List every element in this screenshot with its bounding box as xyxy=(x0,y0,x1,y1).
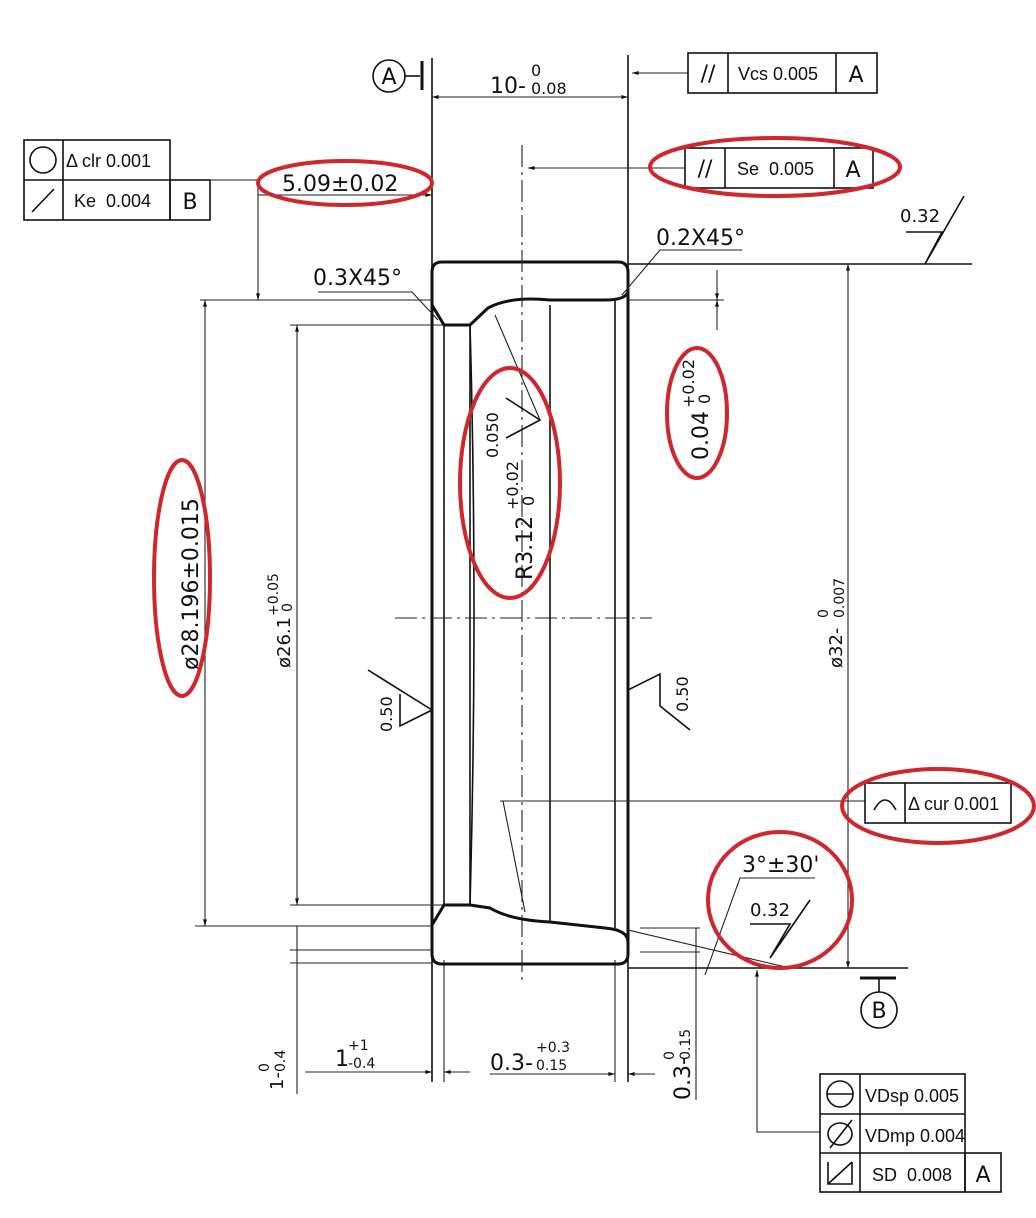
runout-icon xyxy=(31,188,55,213)
dimensions-groove-dia-text-text: ø28.196±0.015 xyxy=(179,498,204,670)
outer-diameter-dimension: ø32- 0 0.007 xyxy=(816,264,850,968)
fcf-vcs: // Vcs 0.005 A xyxy=(632,52,878,94)
dimensions-angle-text: 3°±30' xyxy=(742,853,819,878)
roughness-bore: 0.50 xyxy=(367,669,434,732)
ring-section xyxy=(430,260,630,966)
bore-dimension: ø26.1 +0.05 0 xyxy=(266,324,444,906)
dimensions-land-left-upper-text: +1 xyxy=(348,1038,369,1054)
dimensions-outer-dia-lower-text: 0.007 xyxy=(832,578,848,618)
dimensions-bore-nominal-text: ø26.1 xyxy=(274,617,295,668)
tolerance-frames-vcs-datum-text: A xyxy=(848,63,863,88)
tolerance-frames-vcs-symbol-text: // xyxy=(701,62,716,87)
width-dimension: 10- 0 0.08 xyxy=(432,61,628,99)
dimensions-groove-radius-upper-text: +0.02 xyxy=(503,461,522,510)
tolerance-frames-se-text-text: Se 0.005 xyxy=(737,159,814,179)
fcf-curvature: Δ cur 0.001 xyxy=(500,767,1036,913)
roundness-icon xyxy=(29,146,57,174)
dimensions-height-left-nominal-text: 1- xyxy=(267,1072,288,1090)
roughness-top: 0.32 xyxy=(628,195,972,265)
groove-depth-dimension: 0.04 +0.02 0 xyxy=(628,270,729,480)
dimensions-groove-depth-upper-text: +0.02 xyxy=(679,359,698,408)
dimensions-height-right-nominal-text: 0.3- xyxy=(671,1057,696,1100)
datums-b-text: B xyxy=(871,999,886,1024)
fcf-se: // Se 0.005 A xyxy=(528,136,902,198)
dimensions-land-mid-nominal-text: 0.3- xyxy=(490,1051,533,1076)
tolerance-frames-vcs-text-text: Vcs 0.005 xyxy=(738,64,818,84)
tolerance-frames-left-row2-text: Ke 0.004 xyxy=(74,191,151,211)
roughness-top-text: 0.32 xyxy=(900,206,940,227)
dimensions-chamfer-right-text: 0.2X45° xyxy=(656,226,745,251)
dimensions-outer-dia-nominal-text: ø32- xyxy=(826,628,847,668)
roughness-groove-text: 0.050 xyxy=(483,412,502,458)
dimensions-land-mid-upper-text: +0.3 xyxy=(536,1040,570,1056)
dimensions-chamfer-left-text: 0.3X45° xyxy=(313,266,402,291)
highlight-ellipse xyxy=(648,136,902,198)
profile-icon xyxy=(873,799,897,811)
fcf-variation: VDsp 0.005 VDmp 0.004 SD 0.008 A xyxy=(755,970,1002,1193)
dimensions-width-nominal-text: 10- xyxy=(490,74,526,99)
dimensions-land-left-lower-text: -0.4 xyxy=(348,1056,375,1072)
dimensions-width-upper-text: 0 xyxy=(531,61,541,80)
dimensions-groove-radius-nominal-text: R3.12 xyxy=(513,516,538,580)
tolerance-frames-bottom-datum-text: A xyxy=(975,1163,990,1188)
tolerance-frames-cur-text-text: Δ cur 0.001 xyxy=(908,794,999,814)
runout-k-icon xyxy=(827,1162,853,1185)
chamfer-right-label: 0.2X45° xyxy=(621,226,745,296)
dimensions-height-left-lower-text: 0.4 xyxy=(273,1050,289,1072)
dimensions-height-right-lower-text: 0.15 xyxy=(678,1029,694,1060)
dimensions-land-left-nominal-text: 1 xyxy=(335,1047,349,1072)
tolerance-frames-se-symbol-text: // xyxy=(698,157,713,182)
tolerance-frames-bottom-row3-text: SD 0.008 xyxy=(872,1165,952,1185)
dimensions-land-mid-lower-text: 0.15 xyxy=(536,1058,567,1074)
tolerance-frames-se-datum-text: A xyxy=(845,158,860,183)
dimensions-height-right-upper-text: 0 xyxy=(662,1051,678,1060)
chamfer-left-label: 0.3X45° xyxy=(313,266,439,321)
tolerance-frames-bottom-row1-text: VDsp 0.005 xyxy=(865,1086,959,1106)
roughness-face: 0.50 xyxy=(627,672,692,731)
dimensions-groove-depth-lower-text: 0 xyxy=(695,394,714,404)
cylinder-icon xyxy=(827,1122,853,1146)
datum-a-label: A xyxy=(381,65,396,90)
tolerance-frames-bottom-row2-text: VDmp 0.004 xyxy=(865,1126,965,1146)
tolerance-frames-left-row1-text: Δ clr 0.001 xyxy=(66,151,151,171)
dimensions-bore-upper-text: +0.05 xyxy=(266,573,282,616)
offset-dimension: 5.09±0.02 xyxy=(256,159,434,207)
angle-and-roughness: 3°±30' 0.32 xyxy=(627,830,908,976)
roughness-left-bore-text: 0.50 xyxy=(377,696,396,732)
dimensions-groove-depth-nominal-text: 0.04 xyxy=(689,411,714,460)
dimensions-height-left-upper-text: 0 xyxy=(257,1063,273,1072)
roughness-right-face-text: 0.50 xyxy=(673,676,692,712)
bottom-dimensions: 1- 0 0.4 1 +1 -0.4 0.3- +0.3 0.15 0.3- 0… xyxy=(257,925,700,1100)
roughness-bottom-text: 0.32 xyxy=(750,900,790,921)
tolerance-frames-left-datum-text: B xyxy=(182,190,197,215)
dimensions-outer-dia-upper-text: 0 xyxy=(816,609,832,618)
datum-a: A xyxy=(372,59,424,93)
groove-radius-dimension: 0.050 R3.12 +0.02 0 xyxy=(458,314,562,600)
datum-b: B xyxy=(860,976,898,1029)
fcf-roundness-runout: Δ clr 0.001 Ke 0.004 B xyxy=(23,139,260,300)
dimensions-groove-radius-lower-text: 0 xyxy=(519,496,538,506)
dimensions-width-lower-text: 0.08 xyxy=(531,79,567,98)
dimensions-bore-lower-text: 0 xyxy=(280,603,296,612)
dimensions-offset-text-text: 5.09±0.02 xyxy=(282,172,398,197)
groove-diameter-dimension: ø28.196±0.015 xyxy=(152,299,432,927)
